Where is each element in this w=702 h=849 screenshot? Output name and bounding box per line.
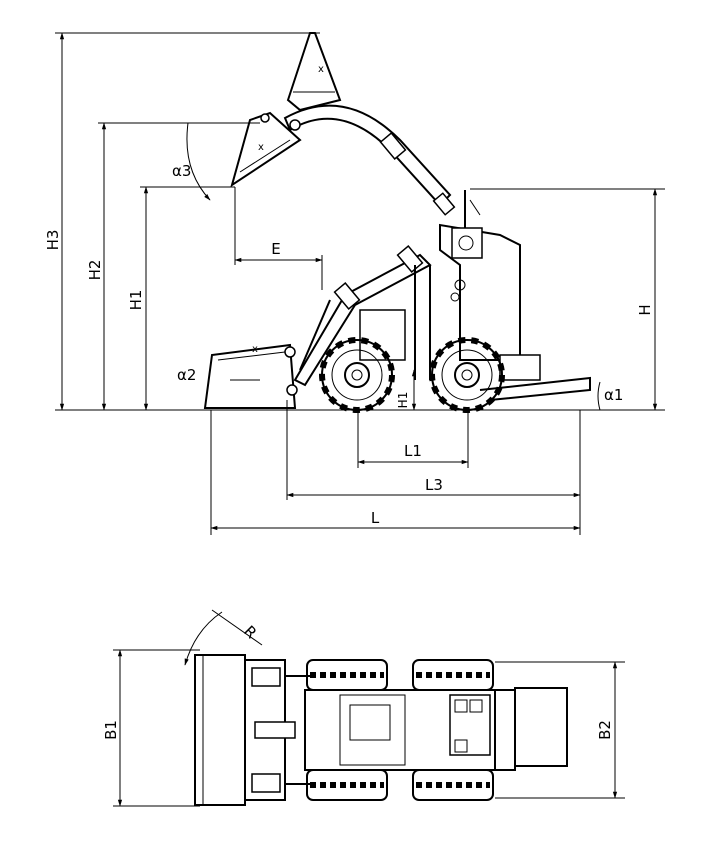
label-alpha1: α1: [604, 386, 623, 404]
lift-arm-raised: [260, 104, 456, 216]
wheel-top-rear-left: [412, 659, 494, 691]
wheel-front: [319, 337, 395, 413]
dimension-ground-clearance: H1: [396, 369, 417, 411]
angle-alpha2: α2: [177, 366, 196, 384]
dimension-b2: B2: [495, 661, 625, 799]
label-h1: H1: [127, 290, 145, 311]
dimension-l3: L3: [286, 400, 581, 535]
label-l: L: [371, 509, 380, 527]
bucket-raised-top: x: [286, 32, 342, 112]
dimension-b1: B1: [102, 649, 200, 807]
dimension-h2: H2: [86, 122, 260, 411]
svg-text:x: x: [252, 344, 258, 355]
chassis-top-view: [304, 687, 568, 771]
label-b2: B2: [596, 720, 614, 740]
label-b1: B1: [102, 720, 120, 740]
label-h: H: [636, 304, 654, 315]
arm-linkage-top-view: [251, 667, 315, 793]
label-alpha2: α2: [177, 366, 196, 384]
svg-text:x: x: [318, 64, 324, 75]
label-e: E: [271, 240, 280, 258]
wheel-rear: [429, 337, 505, 413]
svg-text:x: x: [258, 142, 264, 153]
angle-alpha1: α1: [597, 381, 623, 411]
label-ground-clearance: H1: [396, 392, 410, 409]
top-view: B1 B2 R: [102, 609, 625, 807]
bucket-lowered: x: [203, 343, 298, 409]
dimension-h3: H3: [44, 32, 320, 411]
label-r: R: [240, 622, 260, 642]
label-alpha3: α3: [172, 162, 191, 180]
label-h2: H2: [86, 260, 104, 281]
label-l1: L1: [404, 442, 422, 460]
angle-alpha3: α3: [172, 122, 211, 201]
turning-radius: R: [184, 609, 263, 666]
dimension-l1: L1: [357, 410, 469, 468]
side-view: H3 H2 H1 H E α3: [44, 32, 665, 535]
machine-body: [359, 190, 591, 401]
label-l3: L3: [425, 476, 443, 494]
label-h3: H3: [44, 230, 62, 251]
dimension-h1: H1: [127, 186, 235, 411]
dimension-l: L: [210, 410, 581, 535]
dimension-h: H: [470, 188, 665, 411]
dimension-e: E: [234, 187, 323, 290]
wheel-top-front-right: [306, 769, 388, 801]
wheel-top-front-left: [306, 659, 388, 691]
wheel-top-rear-right: [412, 769, 494, 801]
